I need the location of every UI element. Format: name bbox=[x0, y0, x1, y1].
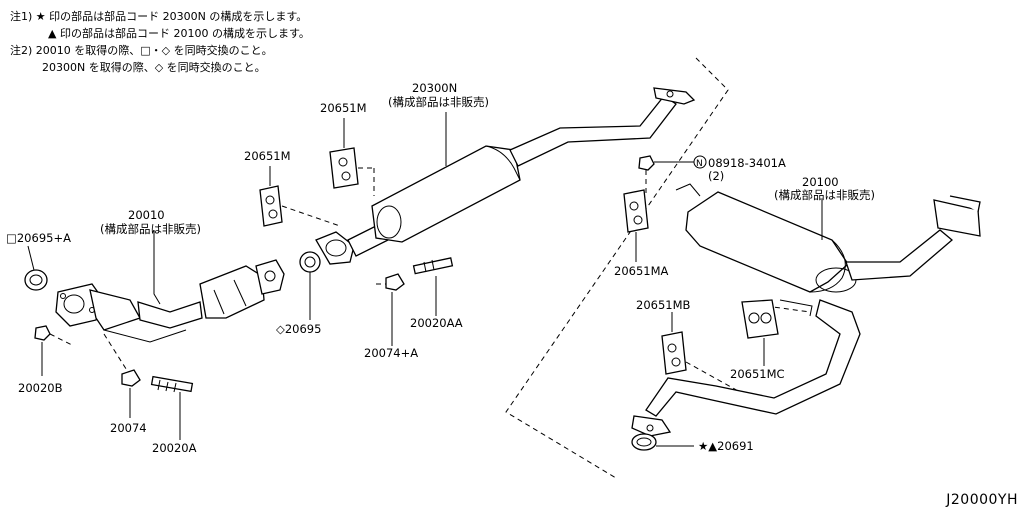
gasket-20695a[interactable] bbox=[24, 269, 48, 291]
label-20020b: 20020B bbox=[18, 381, 63, 395]
note-line-3: 注2) 20010 を取得の際、□・◇ を同時交換のこと。 bbox=[10, 44, 273, 57]
note-line-4: 20300N を取得の際、◇ を同時交換のこと。 bbox=[42, 61, 266, 74]
rear-muffler-20100[interactable] bbox=[631, 183, 981, 437]
clip-20074a[interactable] bbox=[385, 273, 405, 291]
label-20651m-left: 20651M bbox=[244, 149, 291, 163]
label-08918-3401a: 08918-3401A bbox=[708, 156, 786, 170]
stud-20020a[interactable] bbox=[150, 375, 194, 393]
label-20100: 20100 bbox=[802, 175, 839, 189]
nut-08918-3401a[interactable] bbox=[638, 155, 655, 171]
hanger-20651m-left[interactable] bbox=[259, 185, 283, 227]
gasket-20695[interactable] bbox=[299, 251, 321, 273]
nut-20020b[interactable] bbox=[34, 325, 51, 341]
circle-n-mark bbox=[693, 155, 707, 169]
label-20651mb: 20651MB bbox=[636, 298, 691, 312]
label-20300n-sub: (構成部品は非販売) bbox=[388, 95, 489, 109]
label-20010: 20010 bbox=[128, 208, 165, 222]
hanger-20651m-right[interactable] bbox=[329, 147, 359, 189]
label-08918-qty: (2) bbox=[708, 169, 724, 183]
notes-block: 注1) ★ 印の部品は部品コード 20300N の構成を示します。 ▲ 印の部品… bbox=[10, 8, 310, 76]
hanger-20651mc[interactable] bbox=[741, 299, 779, 339]
note-line-2: ▲ 印の部品は部品コード 20100 の構成を示します。 bbox=[48, 27, 310, 40]
label-20020aa: 20020AA bbox=[410, 316, 463, 330]
label-20651mc: 20651MC bbox=[730, 367, 785, 381]
hanger-20651ma[interactable] bbox=[623, 189, 649, 233]
note-line-1: 注1) ★ 印の部品は部品コード 20300N の構成を示します。 bbox=[10, 10, 308, 23]
label-20100-sub: (構成部品は非販売) bbox=[774, 188, 875, 202]
label-20074a: 20074+A bbox=[364, 346, 418, 360]
clip-20074[interactable] bbox=[121, 369, 141, 387]
label-20651m-right: 20651M bbox=[320, 101, 367, 115]
center-muffler-20300n[interactable] bbox=[315, 87, 696, 265]
hanger-20651mb[interactable] bbox=[661, 331, 687, 375]
label-20010-sub: (構成部品は非販売) bbox=[100, 222, 201, 236]
stud-20020aa[interactable] bbox=[412, 257, 454, 275]
diagram-code: J20000YH bbox=[946, 492, 1018, 508]
label-20695a: □20695+A bbox=[6, 231, 71, 245]
label-20651ma: 20651MA bbox=[614, 264, 669, 278]
label-08918-circle: N bbox=[696, 159, 703, 169]
label-20695: ◇20695 bbox=[276, 322, 321, 336]
front-tube-catalyst[interactable] bbox=[55, 259, 285, 343]
label-20020a: 20020A bbox=[152, 441, 197, 455]
label-20691: ★▲20691 bbox=[698, 439, 754, 453]
label-20074: 20074 bbox=[110, 421, 147, 435]
gasket-20691[interactable] bbox=[631, 433, 657, 451]
label-20300n: 20300N bbox=[412, 81, 457, 95]
